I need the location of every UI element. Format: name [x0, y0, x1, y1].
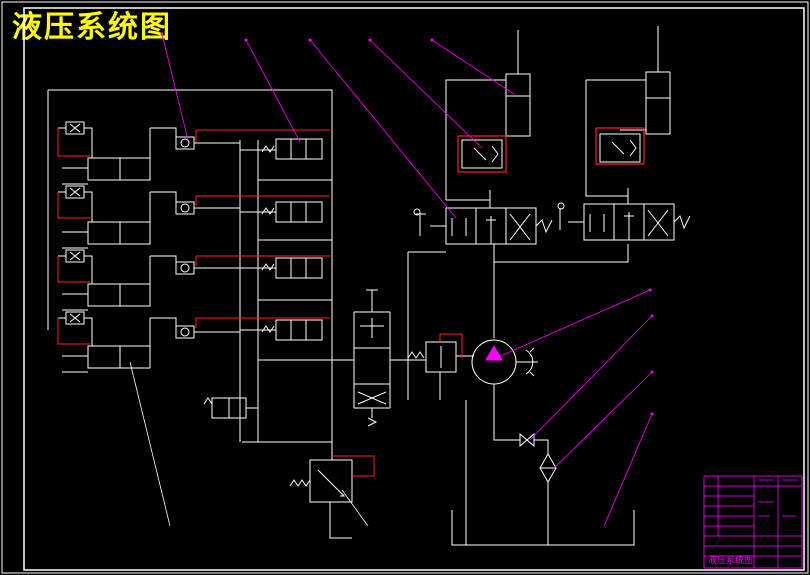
leader-lines-white [129, 361, 369, 527]
check-valve-icon [519, 432, 549, 454]
cylinder-right [645, 71, 671, 135]
leader-lines [161, 33, 653, 527]
pilot-lines-left [57, 128, 330, 345]
inner-frame [23, 7, 805, 571]
clamp-branch-3 [58, 249, 323, 311]
right-valves [413, 26, 691, 320]
pilot-lines-center [332, 333, 463, 477]
drawing-title: 液压系统图 [12, 10, 172, 45]
clamp-circuit [47, 89, 333, 443]
clamp-branch-4 [58, 311, 323, 373]
pilot-lines-right [457, 127, 645, 173]
callout-dots [160, 32, 654, 416]
cylinder-left [505, 73, 531, 137]
clamp-branch-2 [58, 185, 323, 249]
oil-tank [451, 510, 635, 546]
clamp-branch-1 [58, 121, 323, 185]
title-block [703, 475, 803, 569]
pump-group [451, 320, 635, 546]
center-valves [289, 251, 474, 545]
title-block-name: 液压系统图 [708, 554, 753, 566]
circuit-border [48, 89, 333, 443]
